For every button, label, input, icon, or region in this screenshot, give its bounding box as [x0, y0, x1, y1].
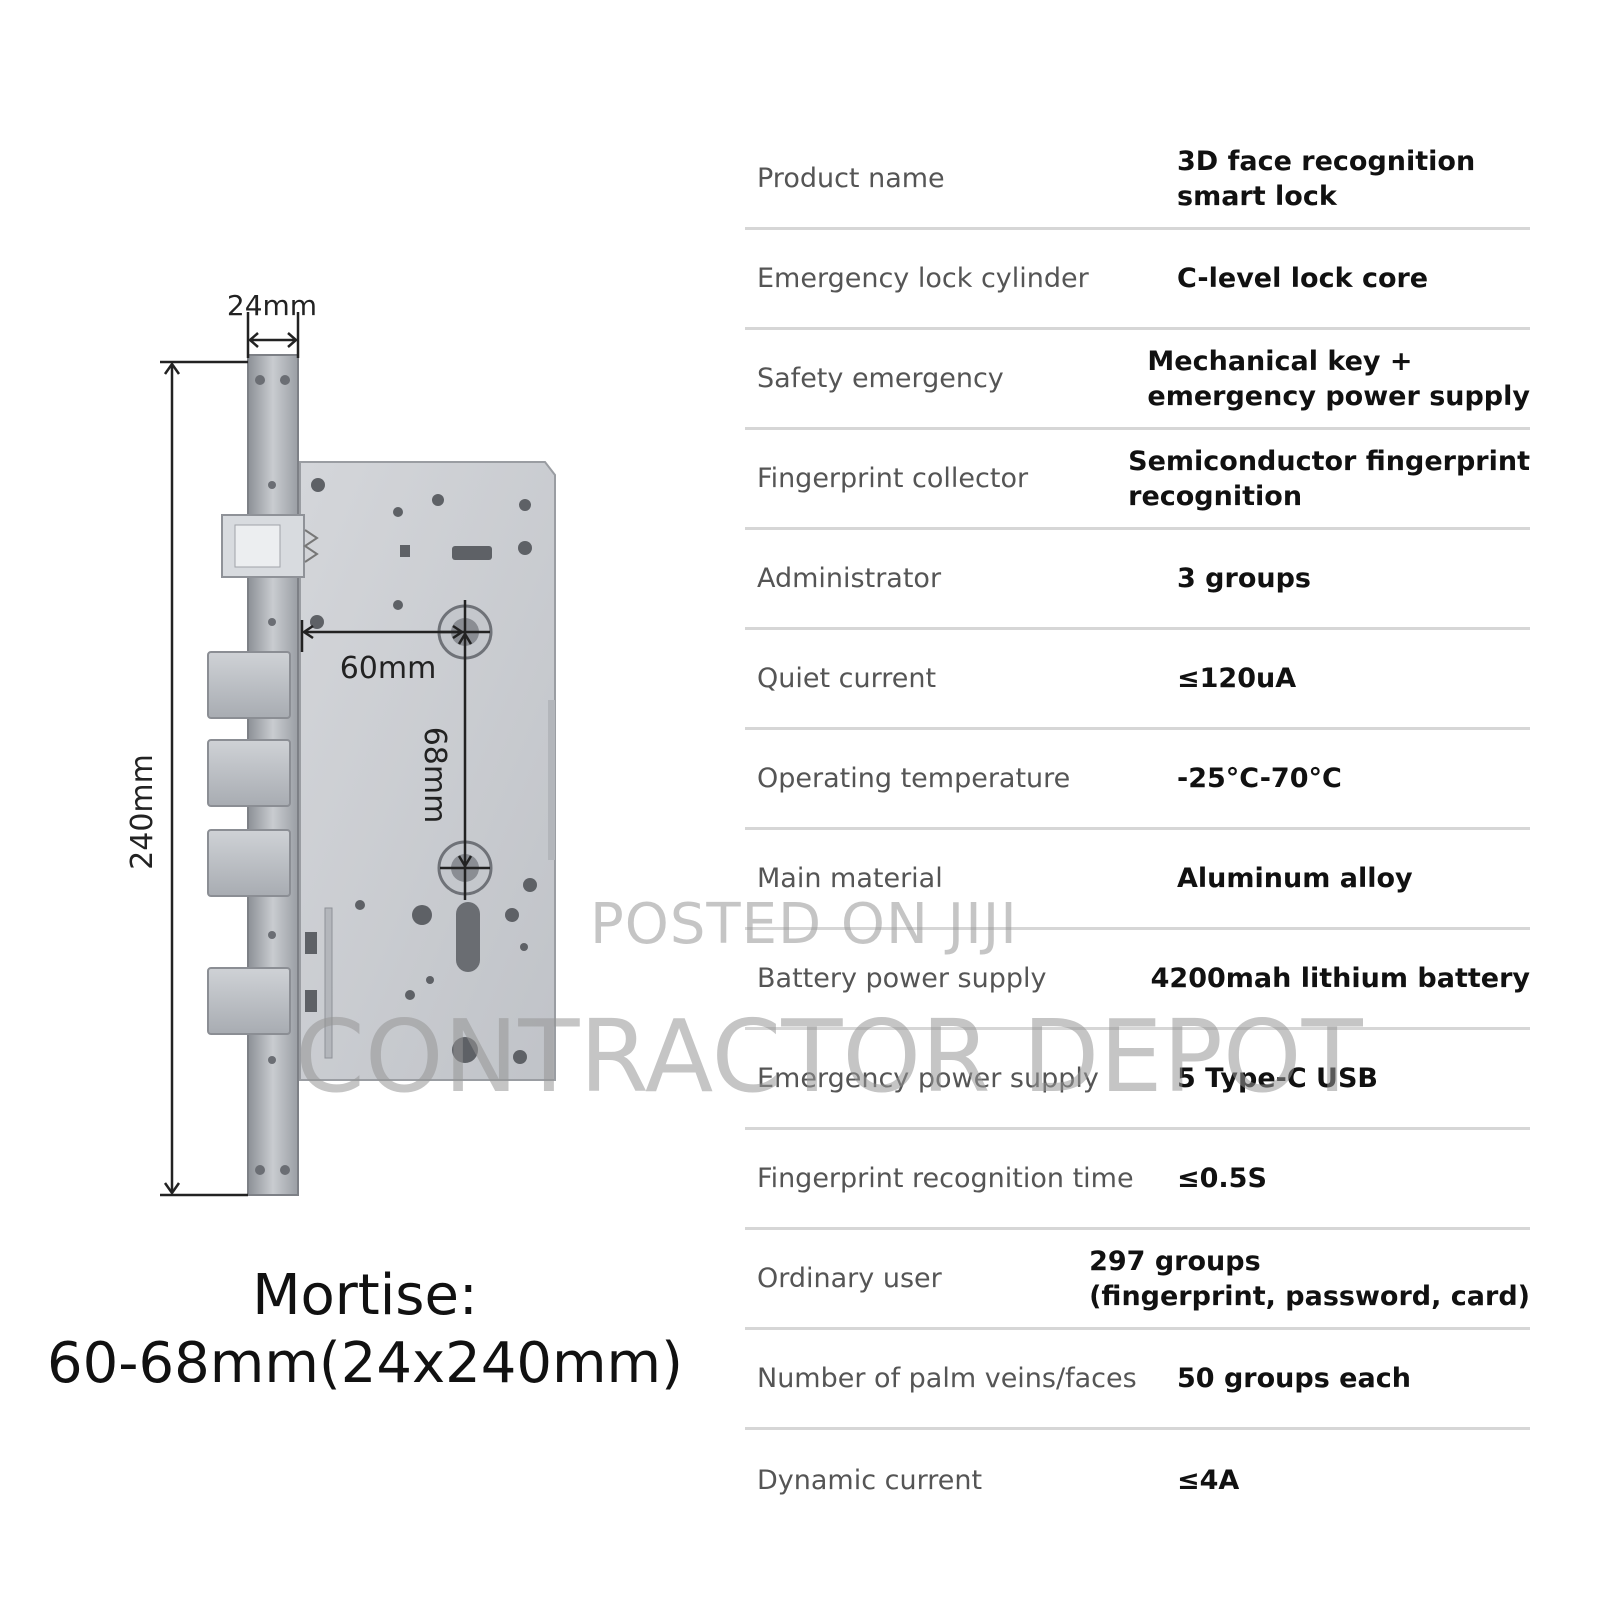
spec-label: Emergency power supply	[757, 1063, 1099, 1094]
spec-value: C-level lock core	[1177, 261, 1530, 296]
spec-value-line: 5 Type-C USB	[1177, 1063, 1379, 1094]
spec-row: Safety emergency Mechanical key +emergenc…	[745, 330, 1530, 430]
caption-line-1: Mortise:	[252, 1263, 478, 1328]
spec-value-line: recognition	[1128, 480, 1303, 512]
spec-value-line: 297 groups	[1089, 1245, 1261, 1277]
spec-value-line: Mechanical key +	[1147, 345, 1413, 377]
spec-row: Ordinary user 297 groups(fingerprint, pas…	[745, 1230, 1530, 1330]
slot	[400, 545, 410, 557]
spec-row: Number of palm veins/faces 50 groups each	[745, 1330, 1530, 1430]
spec-label: Battery power supply	[757, 963, 1047, 994]
case-edge	[548, 700, 555, 860]
spec-row: Administrator 3 groups	[745, 530, 1530, 630]
spec-label: Number of palm veins/faces	[757, 1363, 1137, 1394]
spec-value-line: (fingerprint, password, card)	[1089, 1280, 1530, 1312]
caption-line-2: 60-68mm(24x240mm)	[47, 1331, 683, 1396]
spec-value-line: Semiconductor fingerprint	[1128, 445, 1530, 477]
spec-value-line: ≤120uA	[1177, 663, 1297, 694]
spec-value: ≤0.5S	[1177, 1161, 1530, 1196]
spec-label: Fingerprint collector	[757, 463, 1029, 494]
spec-value-line: Aluminum alloy	[1177, 863, 1413, 894]
spec-row: Fingerprint recognition time ≤0.5S	[745, 1130, 1530, 1230]
spec-label: Product name	[757, 163, 945, 194]
spec-label: Quiet current	[757, 663, 937, 694]
spec-value-line: -25°C-70°C	[1177, 763, 1342, 794]
dim-center-label: 68mm	[417, 727, 452, 824]
spec-value: 5 Type-C USB	[1177, 1061, 1530, 1096]
spec-row: Emergency power supply 5 Type-C USB	[745, 1030, 1530, 1130]
spec-label: Dynamic current	[757, 1464, 983, 1496]
slot	[452, 546, 492, 560]
slot	[305, 932, 317, 954]
spec-value-line: ≤0.5S	[1177, 1163, 1267, 1194]
spec-label: Fingerprint recognition time	[757, 1163, 1134, 1194]
spec-value-line: 3D face recognition	[1177, 145, 1476, 177]
slot	[324, 907, 333, 1059]
dead-bolts	[207, 651, 291, 1035]
spec-row: Fingerprint collector Semiconductor finge…	[745, 430, 1530, 530]
spec-row: Quiet current ≤120uA	[745, 630, 1530, 730]
slot	[305, 990, 317, 1012]
spec-value-line: 4200mah lithium battery	[1150, 963, 1530, 994]
spec-row: Battery power supply 4200mah lithium batt…	[745, 930, 1530, 1030]
spec-value-line: smart lock	[1177, 180, 1337, 212]
spec-value: -25°C-70°C	[1177, 761, 1530, 796]
spec-value-line: 3 groups	[1177, 563, 1311, 594]
spec-value: 3 groups	[1177, 561, 1530, 596]
spec-value-line: ≤4A	[1177, 1464, 1240, 1496]
spec-value-line: C-level lock core	[1177, 263, 1429, 294]
dim-width-label: 24mm	[227, 289, 317, 322]
mortise-caption: Mortise: 60-68mm(24x240mm)	[30, 1262, 700, 1398]
spec-row: Main material Aluminum alloy	[745, 830, 1530, 930]
spec-value: ≤4A	[1177, 1463, 1530, 1498]
spec-value: 50 groups each	[1177, 1361, 1530, 1396]
dimension-lines	[160, 312, 490, 1197]
dim-height-label: 240mm	[125, 754, 160, 870]
spec-value-line: 50 groups each	[1177, 1363, 1411, 1394]
cylinder-slot	[456, 902, 480, 972]
spec-row: Dynamic current ≤4A	[745, 1430, 1530, 1530]
spec-value: 297 groups(fingerprint, password, card)	[1089, 1244, 1530, 1314]
spec-label: Operating temperature	[757, 763, 1071, 794]
mortise-lock-diagram: 24mm 240mm 60mm 68mm	[125, 289, 556, 1197]
dim-backset-label: 60mm	[340, 651, 437, 686]
spec-label: Main material	[757, 863, 943, 894]
spec-label: Emergency lock cylinder	[757, 263, 1089, 294]
spec-value-line: emergency power supply	[1147, 380, 1530, 412]
spec-value: Mechanical key +emergency power supply	[1147, 344, 1530, 414]
spec-value: Aluminum alloy	[1177, 861, 1530, 896]
case-holes	[310, 478, 537, 1064]
spec-row: Operating temperature -25°C-70°C	[745, 730, 1530, 830]
plate-screw-holes	[255, 375, 290, 1175]
spec-value: ≤120uA	[1177, 661, 1530, 696]
spec-label: Ordinary user	[757, 1263, 942, 1294]
spec-row: Emergency lock cylinder C-level lock core	[745, 230, 1530, 330]
spec-label: Safety emergency	[757, 363, 1004, 394]
latch-bolt	[221, 514, 319, 578]
spec-value: 4200mah lithium battery	[1151, 961, 1530, 996]
spec-label: Administrator	[757, 563, 942, 594]
